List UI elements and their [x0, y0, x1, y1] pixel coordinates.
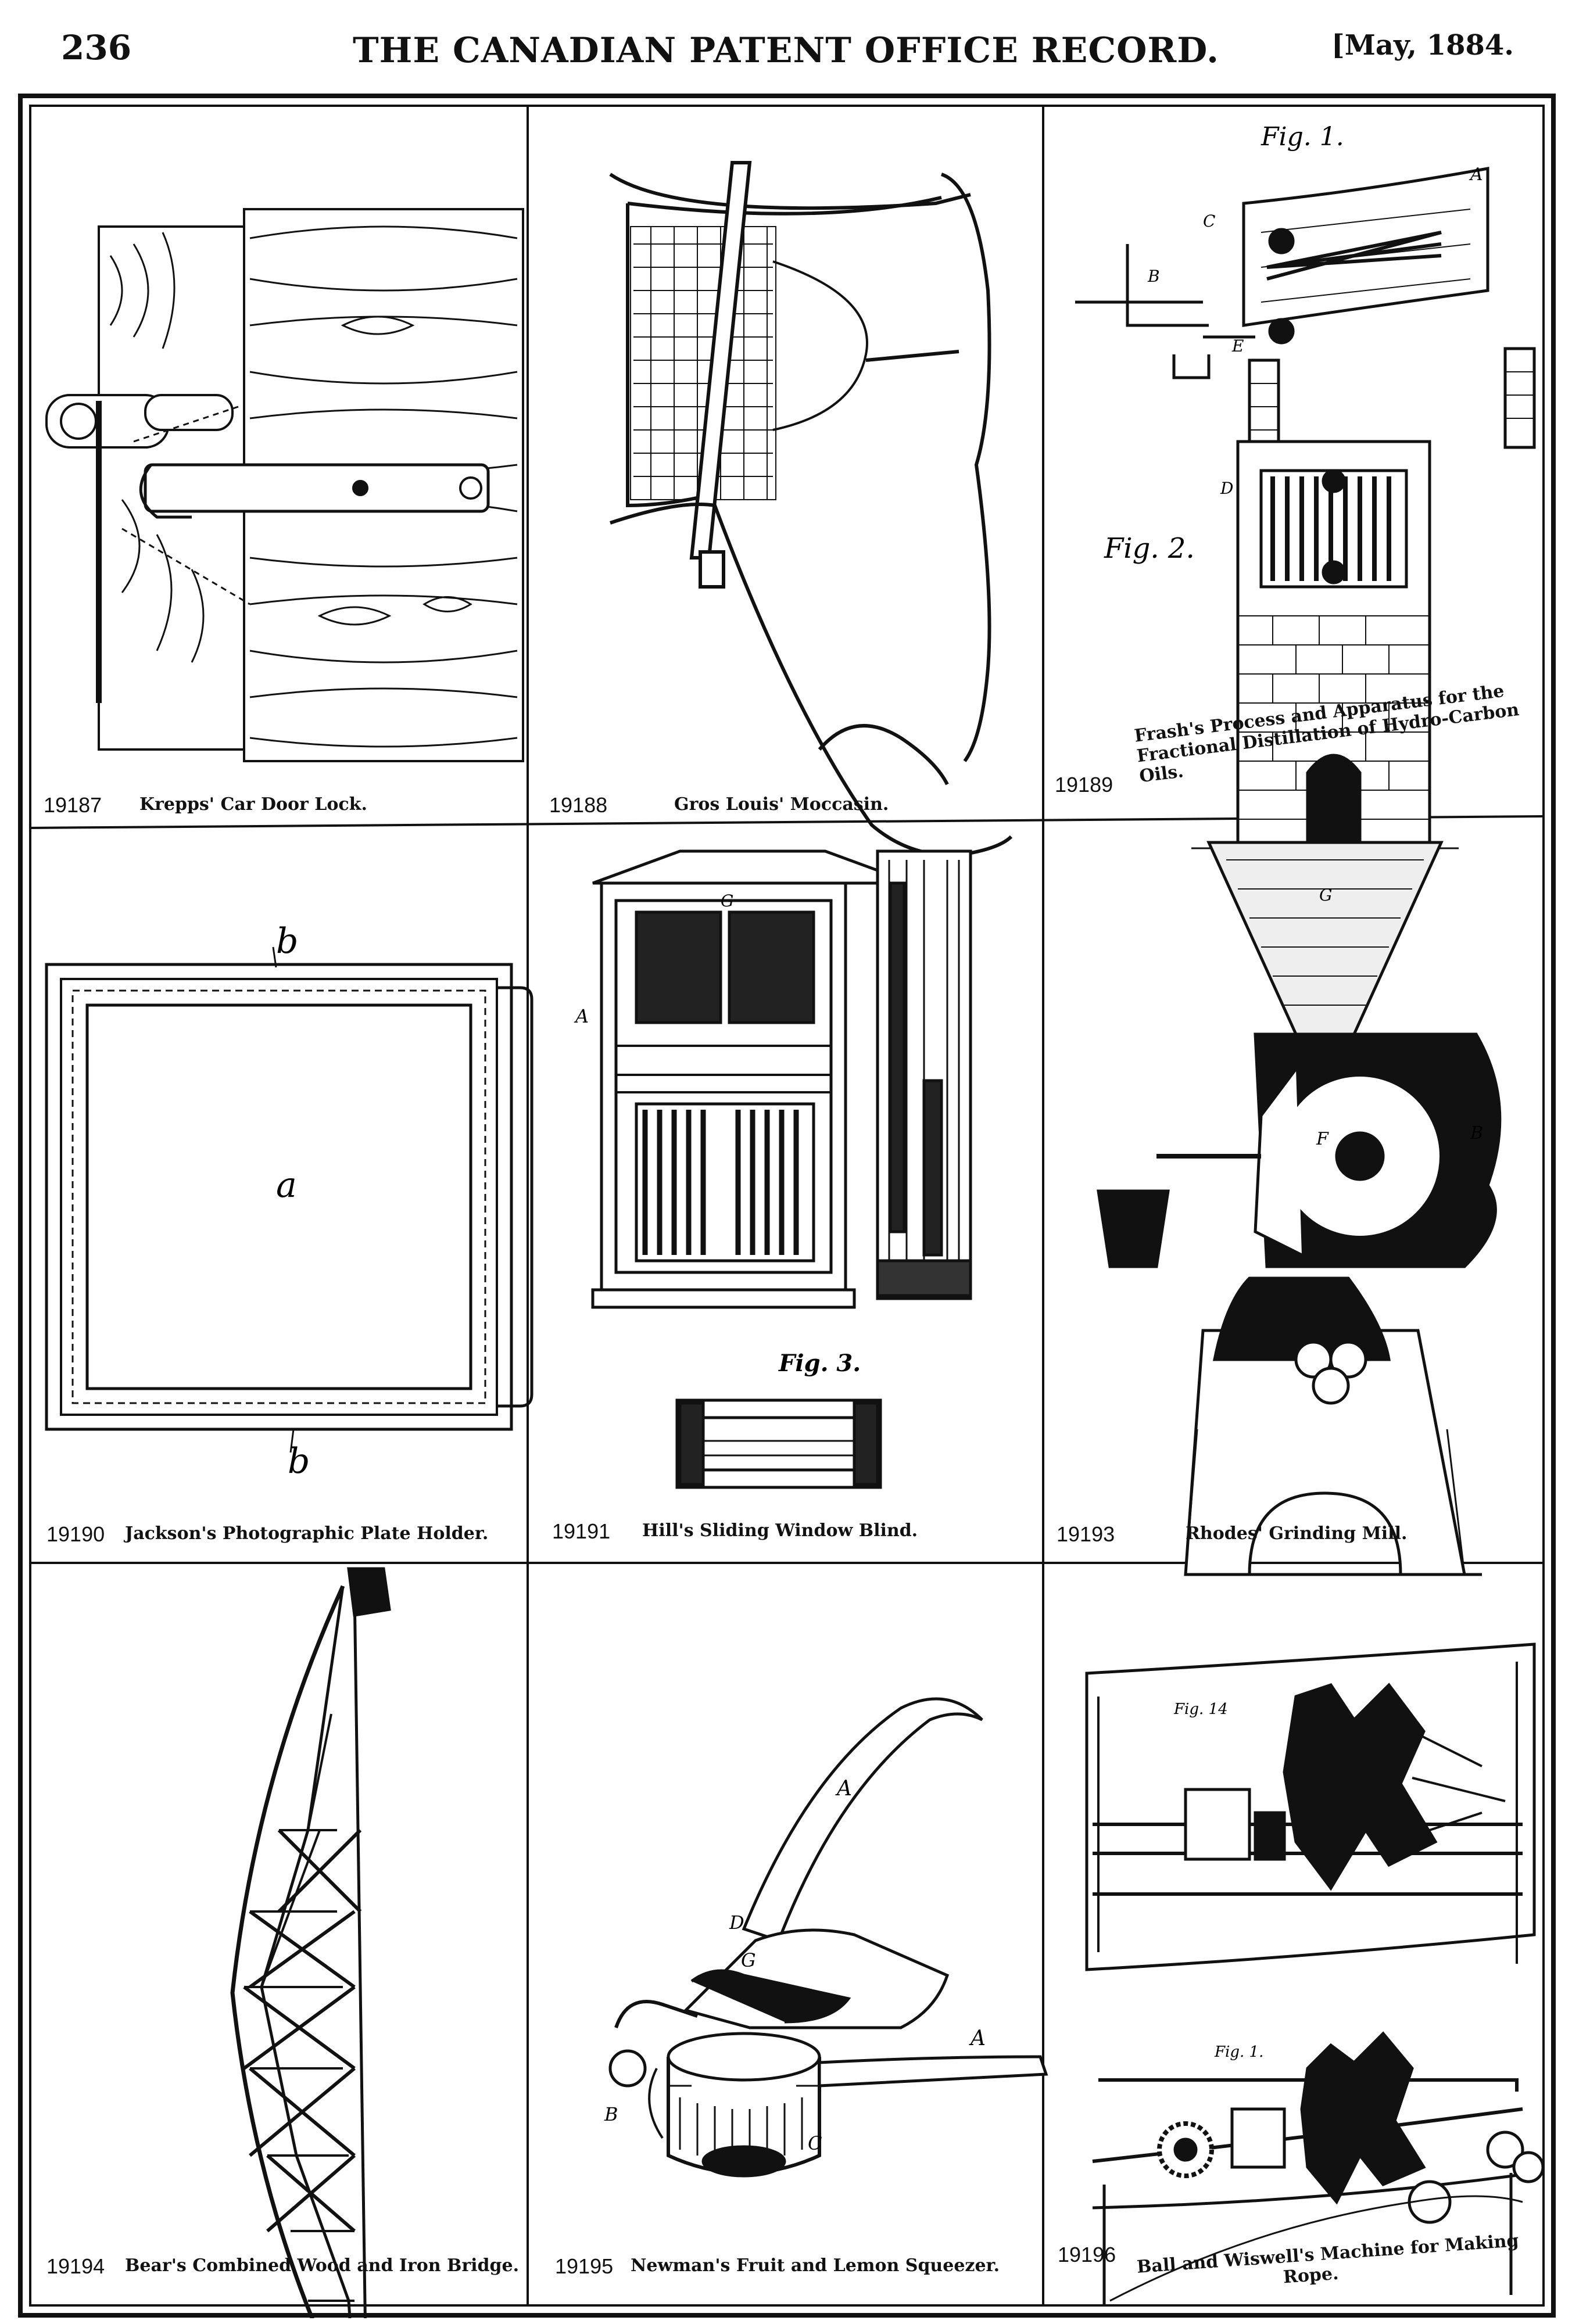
squeezer-label-B: B	[604, 2103, 618, 2125]
patent-title-19191: Hill's Sliding Window Blind.	[642, 1520, 918, 1541]
grinding-mill-figure	[1097, 841, 1502, 1576]
patent-number-19190: 19190	[46, 1522, 105, 1546]
patent-plate: Fig. 1. Fig. 2. A B C D E a b b	[18, 94, 1556, 2318]
patent-title-19195: Newman's Fruit and Lemon Squeezer.	[631, 2255, 1000, 2276]
patent-title-19194: Bear's Combined Wood and Iron Bridge.	[125, 2255, 520, 2276]
mill-label-F: F	[1316, 1129, 1329, 1149]
patent-number-19191: 19191	[552, 1519, 611, 1543]
plate-inner-border	[29, 105, 1545, 2307]
patent-number-19193: 19193	[1057, 1522, 1115, 1546]
bridge-figure	[230, 1567, 391, 2318]
patent-number-19196: 19196	[1058, 2243, 1116, 2266]
patent-number-19194: 19194	[46, 2254, 105, 2278]
distill-label-A: A	[1469, 164, 1483, 185]
patent-title-19187: Krepps' Car Door Lock.	[139, 794, 367, 815]
rope-fig14-label: Fig. 14	[1173, 1701, 1228, 1718]
plate-label-a: a	[276, 1165, 297, 1206]
mill-label-G: G	[1319, 885, 1332, 905]
distill-label-D: D	[1220, 479, 1233, 498]
rope-fig1-label: Fig. 1.	[1214, 2043, 1263, 2061]
moccasin-figure	[609, 161, 1013, 857]
distill-fig1-label: Fig. 1.	[1261, 122, 1344, 152]
squeezer-label-D: D	[729, 1911, 744, 1934]
plate-label-b-bottom: b	[288, 1441, 310, 1482]
page-number: 236	[61, 28, 132, 67]
distill-fig2-label: Fig. 2.	[1104, 532, 1195, 565]
patent-number-19189: 19189	[1055, 773, 1113, 797]
journal-title: THE CANADIAN PATENT OFFICE RECORD.	[353, 30, 1219, 71]
patent-title-19188: Gros Louis' Moccasin.	[674, 794, 889, 815]
patent-number-19187: 19187	[44, 793, 102, 817]
distillation-apparatus-figure	[1075, 167, 1536, 850]
squeezer-label-G: G	[741, 1949, 756, 1971]
plate-holder-figure	[45, 946, 533, 1453]
patent-title-19193: Rhodes' Grinding Mill.	[1186, 1523, 1408, 1544]
distill-label-C: C	[1203, 211, 1215, 231]
car-door-lock-figure	[45, 208, 524, 762]
patent-number-19188: 19188	[549, 793, 608, 817]
distill-label-E: E	[1231, 336, 1244, 356]
plate-outer-border	[18, 94, 1556, 2318]
patent-number-19195: 19195	[555, 2254, 614, 2278]
squeezer-label-A-top: A	[835, 1777, 852, 1801]
plate-label-b-top: b	[276, 921, 298, 962]
squeezer-label-A-right: A	[969, 2027, 986, 2050]
squeezer-label-C: C	[808, 2132, 822, 2154]
fruit-squeezer-figure	[608, 1697, 1048, 2178]
blind-label-A: A	[574, 1005, 589, 1027]
issue-date: [May, 1884.	[1331, 29, 1514, 62]
patent-title-19190: Jackson's Photographic Plate Holder.	[125, 1523, 489, 1544]
page-header: 236 THE CANADIAN PATENT OFFICE RECORD. […	[0, 0, 1572, 81]
rope-machine-figure	[1085, 1642, 1545, 2307]
blind-label-G: G	[721, 891, 733, 910]
distill-label-B: B	[1147, 267, 1160, 286]
window-blind-figure	[591, 849, 972, 1489]
mill-label-B: B	[1470, 1123, 1483, 1143]
blind-fig3-label: Fig. 3.	[778, 1350, 861, 1377]
